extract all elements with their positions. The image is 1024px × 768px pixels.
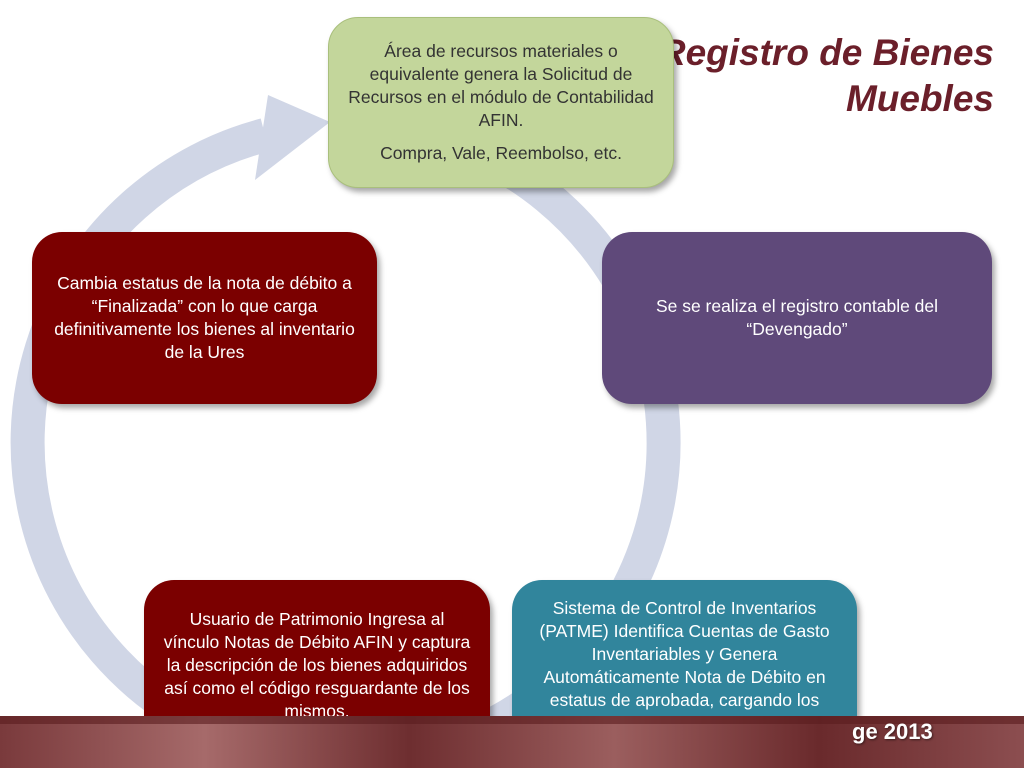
node-text: Usuario de Patrimonio Ingresa al vínculo…: [163, 609, 471, 721]
slide-title-line-1: Registro de Bienes: [658, 32, 994, 73]
node-text: Cambia estatus de la nota de débito a “F…: [54, 273, 355, 362]
cycle-node-finalizada: Cambia estatus de la nota de débito a “F…: [32, 232, 377, 404]
footer-band: [0, 716, 1024, 768]
cycle-node-solicitud: Área de recursos materiales o equivalent…: [328, 17, 674, 188]
node-text: Se se realiza el registro contable del “…: [655, 296, 939, 339]
slide-title: Registro de Bienes Muebles: [654, 30, 994, 122]
cycle-arrowhead-icon: [255, 95, 330, 180]
node-text: Sistema de Control de Inventarios (PATME…: [539, 597, 830, 733]
cycle-node-devengado: Se se realiza el registro contable del “…: [602, 232, 992, 404]
footer-text: ge 2013: [852, 719, 933, 744]
node-text: Área de recursos materiales o equivalent…: [348, 41, 654, 130]
node-text: Compra, Vale, Reembolso, etc.: [380, 143, 622, 163]
slide-title-line-2: Muebles: [845, 78, 994, 119]
